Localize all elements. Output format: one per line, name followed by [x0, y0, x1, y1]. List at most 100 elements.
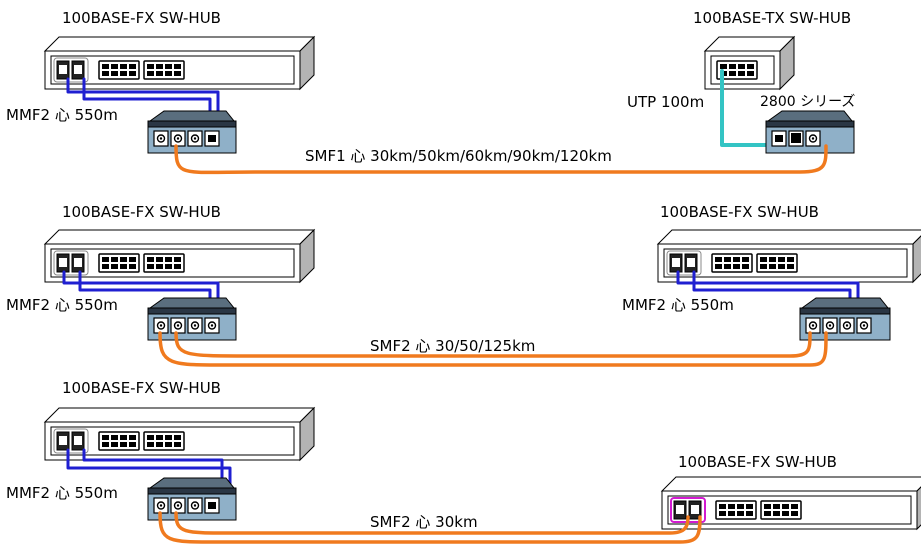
- rj45-port-top: [769, 257, 776, 262]
- converter-lid: [766, 110, 854, 122]
- sc-port-core: [159, 137, 163, 140]
- sc-port-core: [210, 324, 214, 327]
- row2-smf-cable-b: [174, 331, 812, 358]
- rj45-port-bottom: [111, 71, 118, 76]
- sc-port-core: [193, 324, 197, 327]
- rj45-port-top: [111, 257, 118, 262]
- rj45-port-bottom: [129, 442, 136, 447]
- rj45-port-bottom: [773, 511, 780, 516]
- rj45-port-bottom: [129, 71, 136, 76]
- rj45-port-bottom: [787, 264, 794, 269]
- sc-port-core: [845, 324, 849, 327]
- row1-right-hub: [703, 35, 796, 91]
- rj45-port-bottom: [147, 71, 154, 76]
- sc-port-core: [159, 504, 163, 507]
- sc-port-core: [862, 324, 866, 327]
- rj45-port-bottom: [729, 71, 736, 76]
- rj45-port: [791, 133, 801, 143]
- rj45-port-bottom: [778, 264, 785, 269]
- fx-port-hole: [676, 505, 684, 514]
- row1-right-hub-label: 100BASE-TX SW-HUB: [693, 9, 852, 27]
- hub-top-face: [43, 229, 316, 245]
- fx-port-hole: [59, 436, 67, 445]
- rj45-port-block: [756, 253, 798, 273]
- rj45-port-bottom: [764, 511, 771, 516]
- hub-top-face: [43, 407, 316, 423]
- row1-smf-cable: [174, 144, 828, 175]
- rj45-port-bottom: [746, 511, 753, 516]
- row3-right-hub: [660, 476, 921, 531]
- fx-port-hole: [687, 258, 695, 267]
- rj45-port-top: [764, 504, 771, 509]
- rj45-port-block: [143, 253, 185, 273]
- rj45-port-bottom: [174, 442, 181, 447]
- rj45-port-bottom: [147, 442, 154, 447]
- row3-smf-cable-b: [174, 511, 690, 535]
- sc-port-ring: [173, 134, 183, 143]
- sc-port-core: [828, 324, 832, 327]
- rj45-port-bottom: [769, 264, 776, 269]
- rj45-port-bottom: [156, 71, 163, 76]
- rj45-port-block: [98, 431, 140, 451]
- rj45-port-top: [791, 504, 798, 509]
- rj45-port-bottom: [120, 264, 127, 269]
- converter-band: [147, 487, 237, 495]
- rj45-port-top: [737, 504, 744, 509]
- rj45-port-top: [760, 257, 767, 262]
- sc-port-ring: [825, 321, 835, 330]
- row2-right-mmf-label: MMF2 心 550m: [622, 296, 734, 314]
- rj45-port-top: [156, 435, 163, 440]
- rj45-port-top: [120, 257, 127, 262]
- fx-port-hole: [74, 65, 82, 74]
- port-dark: [208, 135, 216, 142]
- hub-top-face: [703, 36, 796, 52]
- converter-lid: [148, 477, 236, 489]
- rj45-port-bottom: [102, 71, 109, 76]
- rj45-port-bottom: [165, 71, 172, 76]
- rj45-port-top: [174, 257, 181, 262]
- rj45-port-top: [147, 64, 154, 69]
- row2-left-converter: [147, 297, 237, 341]
- rj45-port-bottom: [733, 264, 740, 269]
- row2-right-hub: [656, 229, 921, 284]
- sc-port-ring: [190, 134, 200, 143]
- sc-port-ring: [808, 134, 818, 143]
- rj45-port-block: [711, 253, 753, 273]
- rj45-port-top: [724, 257, 731, 262]
- converter-lid: [800, 297, 890, 309]
- rj45-port-top: [746, 504, 753, 509]
- converter-band: [147, 120, 237, 128]
- fx-port-bracket: [53, 428, 89, 454]
- row3-mmf-cable-a: [66, 448, 232, 488]
- row3-right-hub-label: 100BASE-FX SW-HUB: [678, 453, 837, 471]
- fx-port-hole: [74, 436, 82, 445]
- row2-right-converter: [799, 297, 891, 341]
- rj45-port-bottom: [724, 264, 731, 269]
- rj45-port-bottom: [742, 264, 749, 269]
- sc-port-ring: [859, 321, 869, 330]
- rj45-port-top: [715, 257, 722, 262]
- rj45-port-top: [773, 504, 780, 509]
- rj45-port-bottom: [120, 442, 127, 447]
- hub-top-face: [43, 36, 316, 52]
- rj45-port-top: [720, 64, 727, 69]
- rj45-port-block: [143, 431, 185, 451]
- rj45-port-bottom: [156, 264, 163, 269]
- row2-mmf-cable-a: [62, 270, 220, 308]
- fx-port-bracket: [666, 250, 702, 276]
- rj45-port-top: [174, 435, 181, 440]
- row2-smf-cable-a: [158, 331, 828, 367]
- converter-band: [799, 307, 891, 315]
- row1-left-hub-label: 100BASE-FX SW-HUB: [62, 9, 221, 27]
- rj45-port-top: [778, 257, 785, 262]
- row3-left-converter: [147, 477, 237, 521]
- rj45-port-top: [156, 257, 163, 262]
- rj45-port-top: [719, 504, 726, 509]
- converter-band: [147, 307, 237, 315]
- sc-port-ring: [173, 321, 183, 330]
- fx-port-hole: [59, 65, 67, 74]
- rj45-port-block: [143, 60, 185, 80]
- rj45-port-top: [787, 257, 794, 262]
- sc-port-core: [811, 137, 815, 140]
